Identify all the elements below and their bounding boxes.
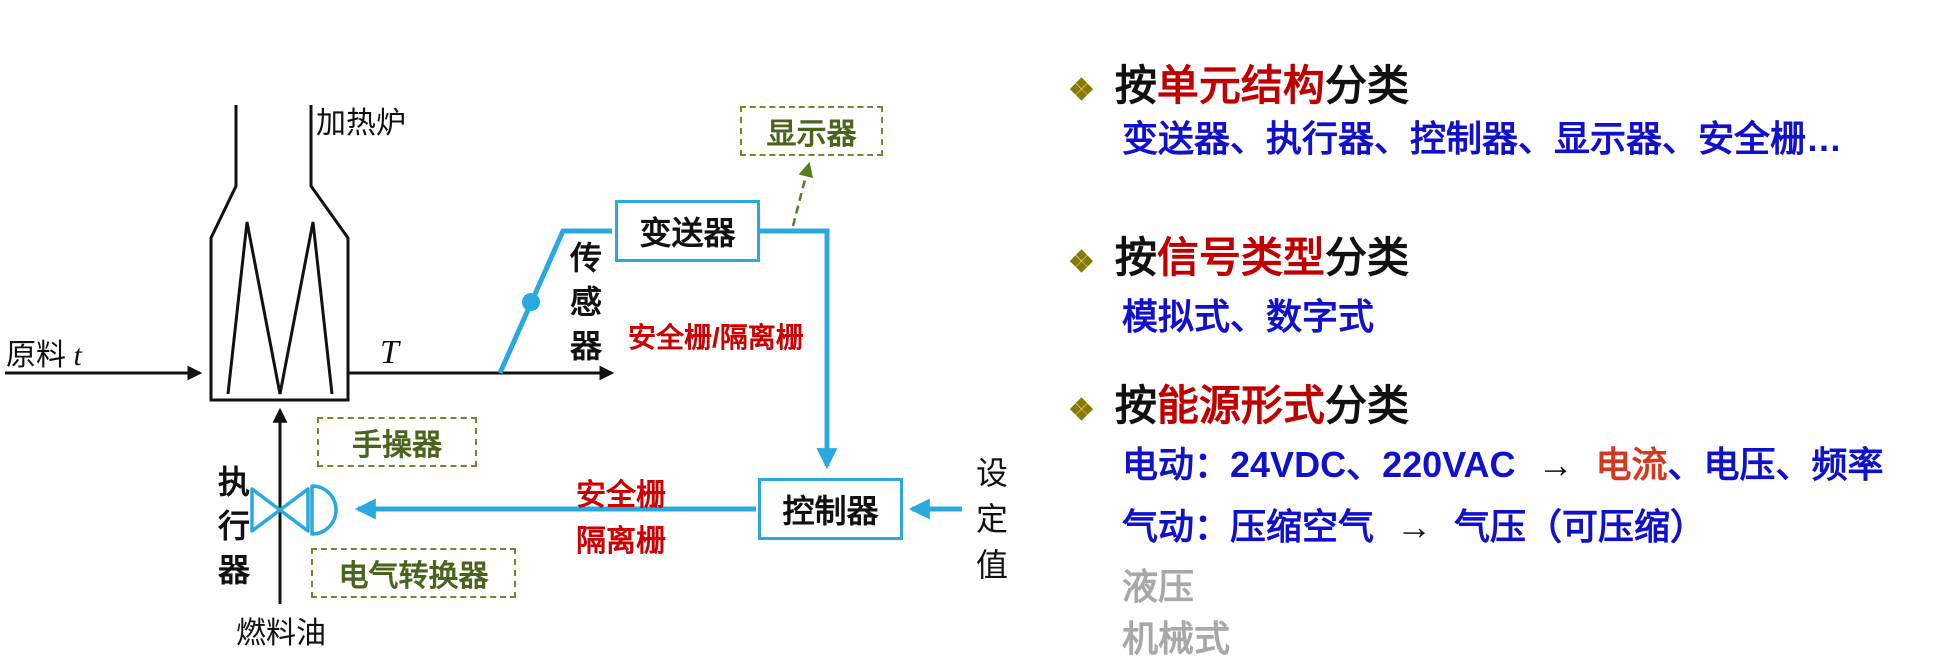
display-signal-arrow <box>791 161 814 227</box>
valve-body <box>278 487 310 533</box>
heading-emphasis: 信号类型 <box>1156 234 1325 281</box>
structure-examples: 变送器、执行器、控制器、显示器、安全栅… <box>1122 118 1843 159</box>
actuator-label: 执 行 器 <box>217 464 250 588</box>
feed-variable: t <box>73 339 82 372</box>
display-box: 显示器 <box>740 106 883 156</box>
electric-result-rest: 、电压、频率 <box>1667 444 1884 485</box>
energy-mechanical-line: 机械式 <box>1122 610 1230 660</box>
process-diagram <box>5 105 962 604</box>
display-label: 显示器 <box>766 118 857 151</box>
sensor-label: 传 感 器 <box>569 240 602 364</box>
feed-label: 原料 t <box>6 330 82 374</box>
electro-pneumatic-converter-label: 电气转换器 <box>338 560 489 593</box>
energy-electric-line: 电动： 24VDC、220VAC → 电流 、电压、频率 <box>1122 436 1884 488</box>
controller-box: 控制器 <box>758 478 903 540</box>
diamond-bullet-icon: ❖ <box>1068 246 1095 279</box>
transmitter-signal-line <box>760 228 838 470</box>
energy-hydraulic-line: 液压 <box>1122 558 1194 610</box>
heading-text: 按 <box>1114 234 1157 281</box>
section-signal-body: 模拟式、数字式 <box>1122 288 1374 340</box>
pneumatic-label: 气动：压缩空气 <box>1122 506 1375 547</box>
electric-label: 电动： <box>1122 444 1231 485</box>
fuel-label: 燃料油 <box>236 617 326 650</box>
section-energy-heading: ❖ 按 能源形式 分类 <box>1068 372 1409 433</box>
transmitter-label: 变送器 <box>639 215 736 251</box>
mechanical-label: 机械式 <box>1122 618 1231 659</box>
heading-text: 分类 <box>1324 234 1409 281</box>
furnace-outline <box>209 105 350 402</box>
transmitter-box: 变送器 <box>615 200 760 262</box>
diamond-bullet-icon: ❖ <box>1068 394 1095 427</box>
sensor-tap-dot <box>522 293 540 311</box>
heading-emphasis: 单元结构 <box>1156 62 1325 109</box>
section-structure-heading: ❖ 按 单元结构 分类 <box>1068 52 1409 113</box>
valve-body <box>250 487 282 533</box>
manual-operator-label: 手操器 <box>352 429 442 462</box>
heading-text: 按 <box>1114 62 1157 109</box>
barrier-upper-label: 安全栅 <box>576 479 666 512</box>
heading-text: 按 <box>1114 382 1157 429</box>
controller-label: 控制器 <box>782 493 879 529</box>
valve-actuator <box>310 484 338 536</box>
electric-result-current: 电流 <box>1595 444 1668 485</box>
setpoint-label: 设 定 值 <box>975 455 1008 583</box>
section-structure-body: 变送器、执行器、控制器、显示器、安全栅… <box>1122 110 1842 162</box>
electric-values: 24VDC、220VAC <box>1230 444 1516 485</box>
barrier-lower-label: 隔离栅 <box>576 525 666 558</box>
arrow-icon: → <box>1537 444 1574 485</box>
pneumatic-result: 气压（可压缩） <box>1454 506 1707 547</box>
heading-text: 分类 <box>1324 382 1409 429</box>
hydraulic-label: 液压 <box>1122 566 1195 607</box>
manual-operator-box: 手操器 <box>317 417 477 467</box>
heading-emphasis: 能源形式 <box>1156 382 1325 429</box>
diamond-bullet-icon: ❖ <box>1068 74 1095 107</box>
furnace-label: 加热炉 <box>316 107 406 140</box>
barrier-inline-label: 安全栅/隔离栅 <box>628 322 804 353</box>
section-signal-heading: ❖ 按 信号类型 分类 <box>1068 224 1409 285</box>
heading-text: 分类 <box>1324 62 1409 109</box>
energy-pneumatic-line: 气动：压缩空气 → 气压（可压缩） <box>1122 498 1706 550</box>
sensor-line <box>497 228 612 375</box>
arrow-icon: → <box>1396 506 1433 547</box>
furnace-coil <box>226 221 334 395</box>
temperature-variable: T <box>380 334 399 371</box>
electro-pneumatic-converter-box: 电气转换器 <box>311 548 516 598</box>
signal-types: 模拟式、数字式 <box>1122 296 1375 337</box>
feed-label-text: 原料 <box>6 339 66 372</box>
